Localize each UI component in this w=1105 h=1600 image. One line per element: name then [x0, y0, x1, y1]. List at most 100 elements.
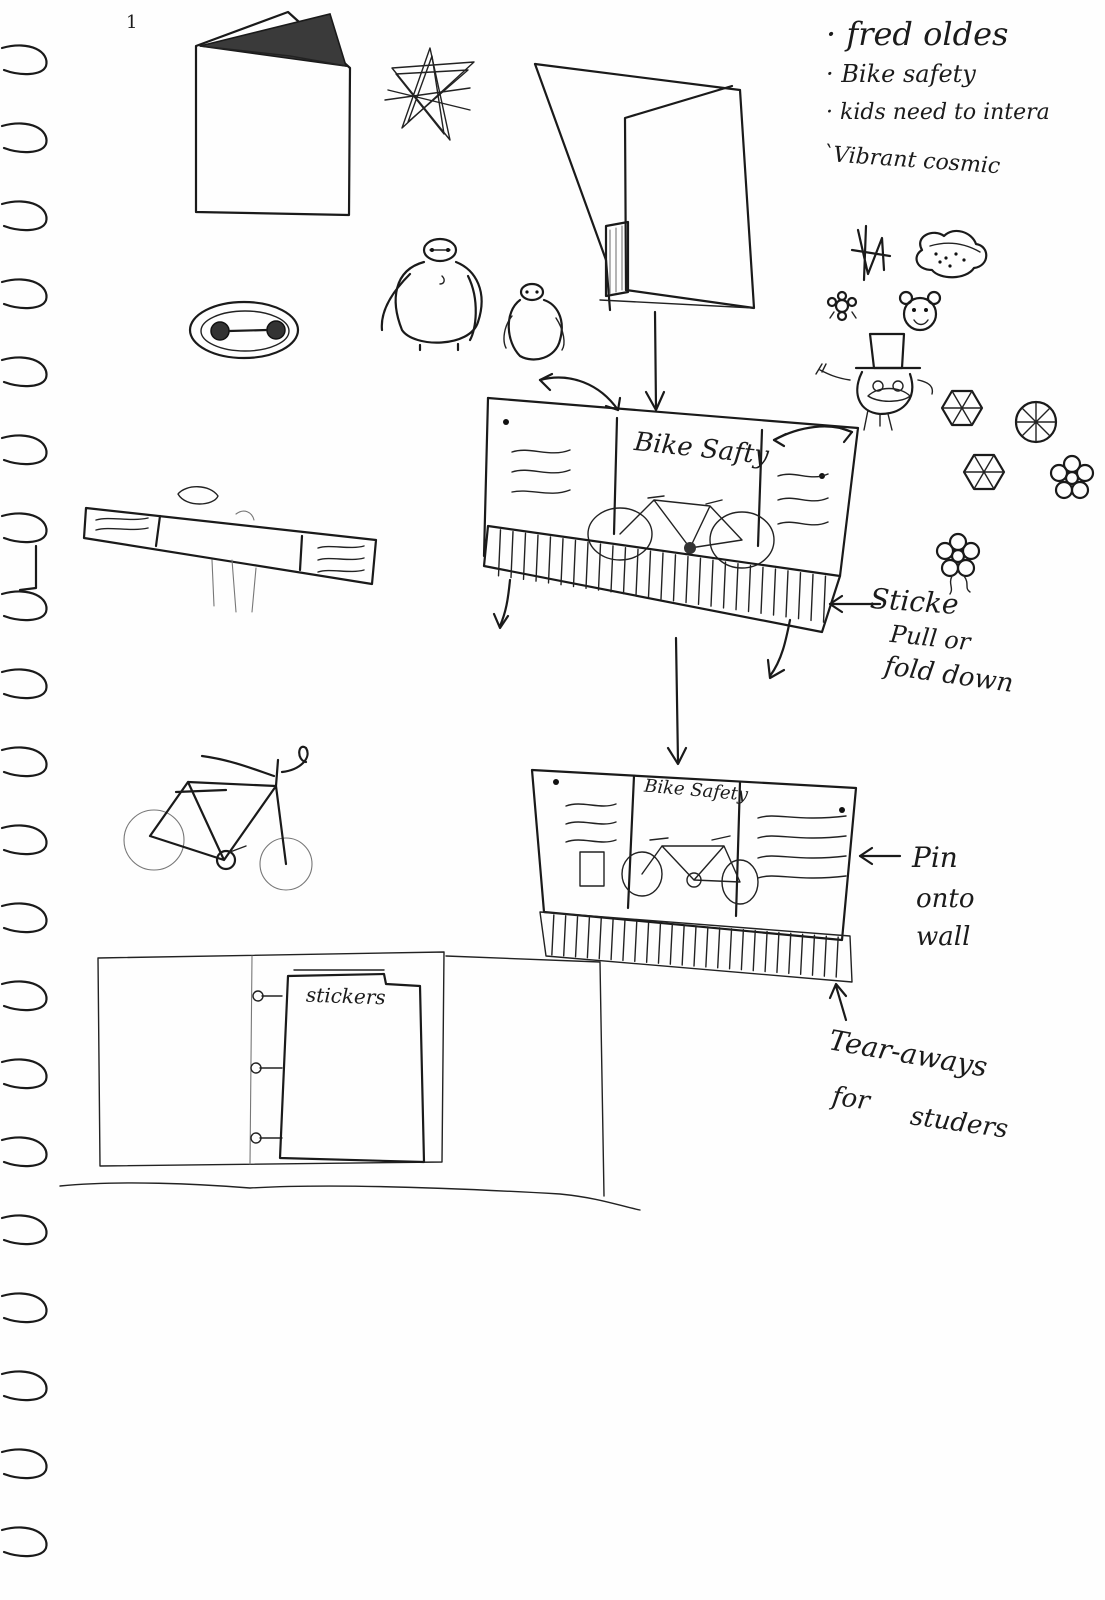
star-doodle-icon: [385, 48, 474, 140]
spiral-binding: [2, 45, 47, 1600]
tear-away-line: [564, 916, 566, 956]
tear-away-line: [711, 560, 713, 606]
baymax-small-icon: [504, 284, 564, 359]
tear-away-line: [586, 542, 588, 588]
tear-away-line: [624, 548, 626, 594]
spiral-ring: [2, 279, 47, 308]
spiral-ring: [2, 1059, 47, 1088]
cloud-icon: [917, 231, 987, 277]
tear-away-line: [623, 920, 625, 960]
spiral-ring: [2, 669, 47, 698]
spiral-ring: [2, 513, 47, 542]
tear-away-line: [836, 937, 838, 977]
spiral-ring: [2, 1137, 47, 1166]
tear-away-line: [576, 917, 578, 957]
tear-away-line: [753, 931, 755, 971]
folded-booklet-sketch: [196, 12, 350, 215]
spiral-ring: [2, 45, 47, 74]
pin-note-2: onto: [916, 884, 975, 914]
tear-away-line: [635, 921, 637, 961]
binder-sketch: [60, 952, 640, 1210]
tear-away-line: [574, 541, 576, 587]
tear-away-line: [801, 934, 803, 974]
tear-away-line: [636, 549, 638, 595]
spiral-ring: [2, 357, 47, 386]
spiral-ring: [2, 123, 47, 152]
tear-away-line: [599, 919, 601, 959]
tear-away-line: [674, 555, 676, 601]
tear-away-line: [824, 936, 826, 976]
tear-away-line: [694, 926, 696, 966]
spiral-ring: [2, 1527, 47, 1556]
tear-away-line: [789, 933, 791, 973]
page-number: 1: [126, 12, 138, 33]
open-door-sketch: [535, 64, 754, 310]
spiral-ring: [2, 1371, 47, 1400]
folder-label: stickers: [305, 982, 387, 1010]
tear-away-line: [587, 918, 589, 958]
note-line-1: fred oldes: [846, 15, 1009, 53]
note-bullet-2: · Bike safety: [826, 60, 976, 88]
poster-large-sketch: [484, 398, 880, 678]
pin-note-3: wall: [916, 922, 971, 952]
tear-away-line: [718, 928, 720, 968]
spiral-ring: [2, 435, 47, 464]
tear-away-line: [774, 569, 776, 615]
pin-note-1: Pin: [912, 841, 958, 874]
tear-away-line: [647, 922, 649, 962]
tear-away-line: [552, 915, 554, 955]
tear-away-line: [686, 557, 688, 603]
tear-away-line: [499, 530, 501, 576]
spiral-ring: [2, 747, 47, 776]
spiral-ring: [2, 903, 47, 932]
baymax-icon: [382, 239, 482, 350]
tear-away-line: [670, 924, 672, 964]
tear-away-line: [611, 546, 613, 592]
flower-icon: [937, 456, 1093, 594]
wheel-icon: [942, 391, 1056, 489]
poster-small-sketch: [532, 770, 900, 1020]
tear-away-line: [761, 567, 763, 613]
tear-away-line: [661, 553, 663, 599]
spiral-ring: [2, 591, 47, 620]
tear-away-line: [730, 929, 732, 969]
sticker-note-1: Sticke: [868, 581, 960, 622]
tear-away-line: [736, 564, 738, 610]
tear-away-line: [549, 537, 551, 583]
arrow-to-small-poster: [668, 638, 686, 764]
tear-away-line: [724, 562, 726, 608]
bear-face-icon: [900, 292, 940, 330]
tear-away-line: [812, 935, 814, 975]
tear-away-line: [524, 533, 526, 579]
tear-away-line: [741, 930, 743, 970]
tear-away-line: [824, 576, 826, 622]
margin-mark: [20, 546, 36, 590]
tear-away-line: [706, 927, 708, 967]
tear-away-line: [811, 574, 813, 620]
spiral-ring: [2, 1215, 47, 1244]
tear-away-line: [749, 566, 751, 612]
spiral-ring: [2, 1449, 47, 1478]
lightning-icon: [852, 226, 890, 280]
spiral-ring: [2, 1293, 47, 1322]
spiral-ring: [2, 201, 47, 230]
tear-away-line: [561, 539, 563, 585]
tear-away-line: [511, 532, 513, 578]
tear-away-line: [699, 558, 701, 604]
tear-away-line: [765, 932, 767, 972]
spiral-ring: [2, 825, 47, 854]
note-line-2: Bike safety: [841, 60, 976, 88]
tear-away-line: [658, 923, 660, 963]
tear-note-2: for: [830, 1081, 872, 1117]
tear-away-line: [611, 920, 613, 960]
roll-banner-sketch: [84, 487, 376, 612]
tear-away-line: [786, 571, 788, 617]
tear-away-line: [599, 544, 601, 590]
tear-away-line: [777, 932, 779, 972]
bicycle-icon: [124, 747, 312, 890]
note-bullet-1: · fred oldes: [826, 15, 1009, 53]
note-bullet-3: · kids need to intera: [826, 100, 1050, 125]
tear-away-line: [649, 551, 651, 597]
